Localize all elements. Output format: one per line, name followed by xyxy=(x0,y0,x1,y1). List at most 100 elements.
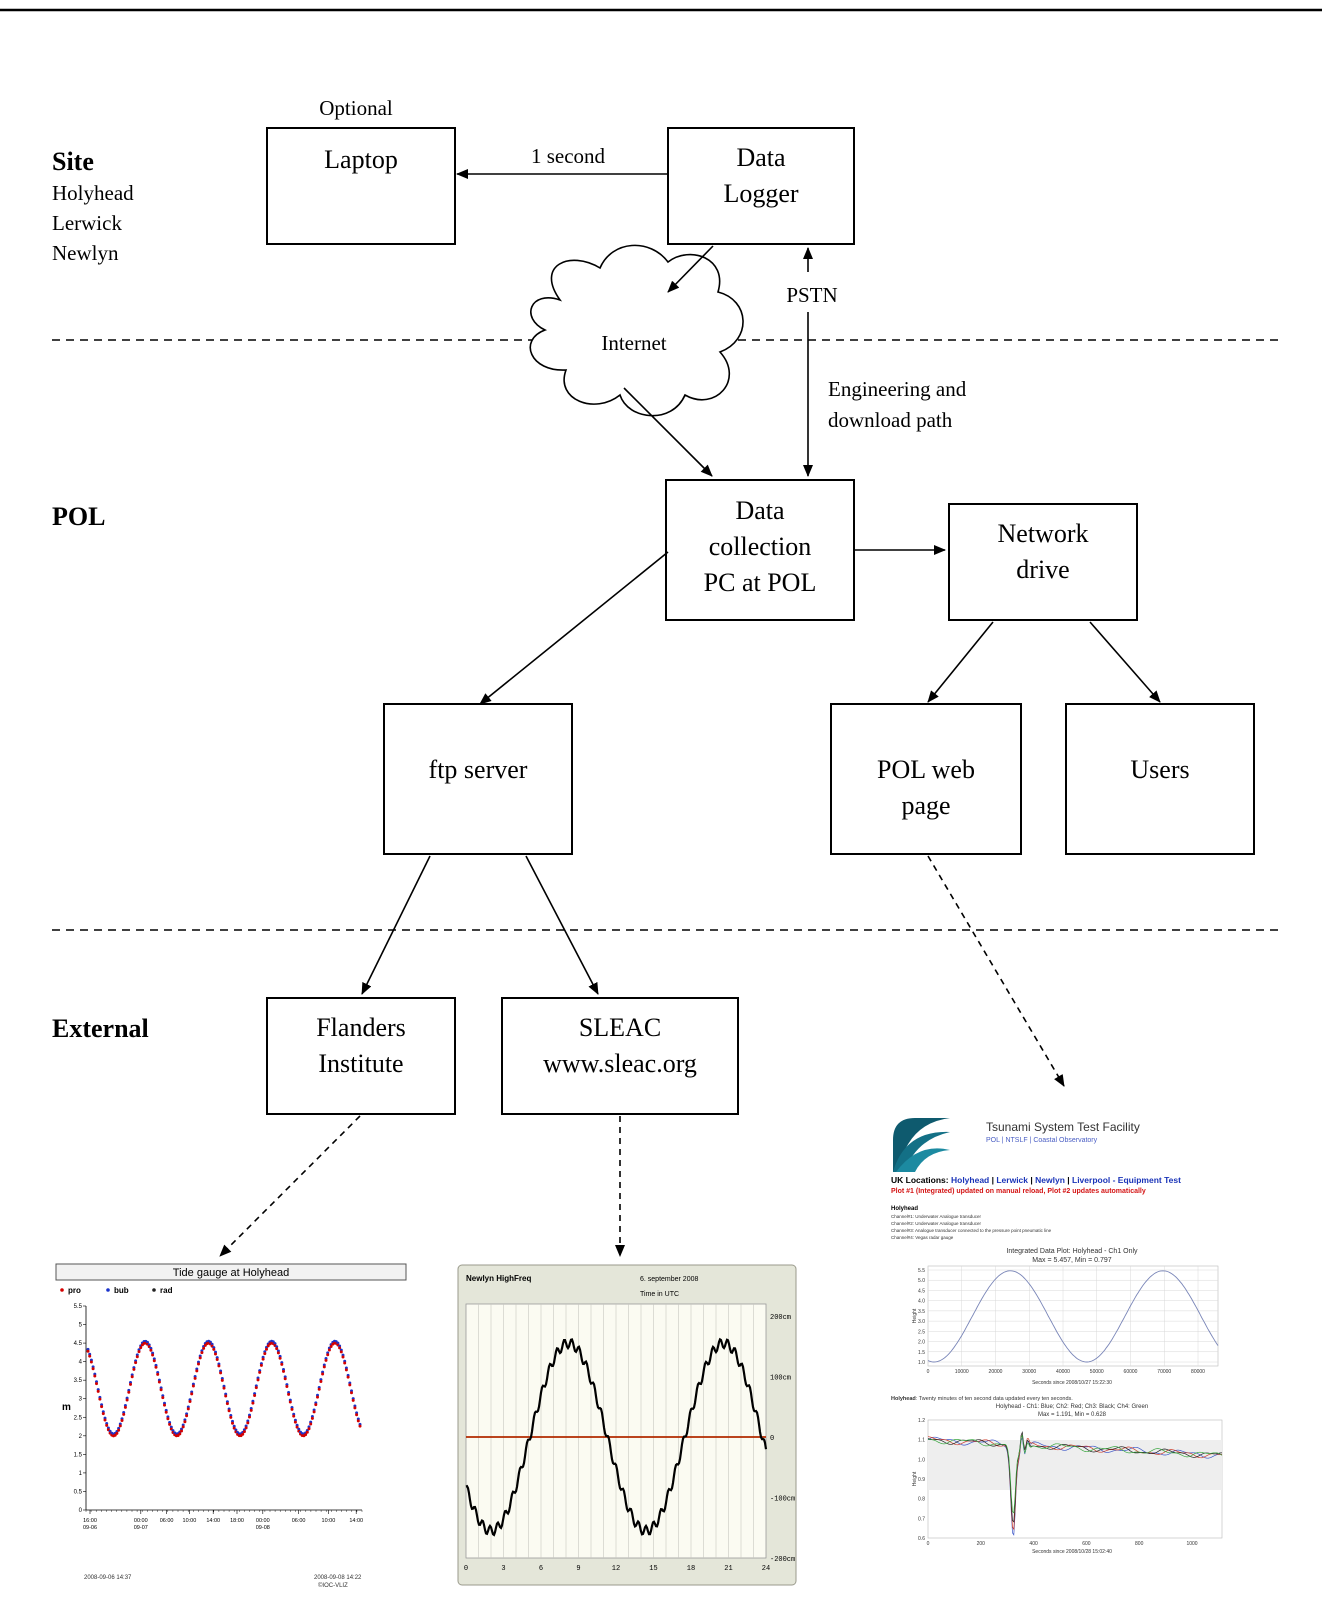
pro-point xyxy=(310,1416,314,1420)
data-logger-label-1: Data xyxy=(736,143,786,172)
flanders-credit: ©IOC-VLIZ xyxy=(318,1582,348,1589)
pol-plot2-xtick-label: 600 xyxy=(1082,1541,1091,1547)
sleac-thumb-date: 6. september 2008 xyxy=(640,1276,698,1283)
arrow-logger-internet xyxy=(667,245,714,293)
sleac-xtick-label: 6 xyxy=(539,1565,543,1573)
pol-thumb-loc-holyhead[interactable]: Holyhead xyxy=(951,1175,989,1185)
arrow-drive-users xyxy=(1089,621,1161,703)
pol-plot2-xtick-label: 400 xyxy=(1029,1541,1038,1547)
pro-point xyxy=(248,1415,251,1419)
pro-point xyxy=(98,1397,102,1401)
pol-plot1-title: Integrated Data Plot: Holyhead - Ch1 Onl… xyxy=(1006,1248,1138,1255)
data-collection-label-2: collection xyxy=(709,532,812,561)
flanders-ytick-label: 5.5 xyxy=(74,1304,83,1310)
engineering-label-1: Engineering and xyxy=(828,377,967,401)
pol-plot1-ytick-label: 1.0 xyxy=(918,1360,925,1366)
pol-thumb-loc-newlyn[interactable]: Newlyn xyxy=(1035,1175,1065,1185)
flanders-ytick-label: 5 xyxy=(79,1323,83,1329)
flanders-xtick-date: 09-08 xyxy=(256,1525,270,1531)
pro-point xyxy=(191,1384,195,1388)
flanders-xtick-label: 16:00 xyxy=(83,1518,97,1524)
pro-point xyxy=(212,1347,216,1351)
flanders-ytick-label: 3.5 xyxy=(74,1378,83,1384)
optional-label: Optional xyxy=(319,96,393,120)
sleac-xtick-label: 18 xyxy=(687,1565,695,1573)
pol-plot2-ytick-label: 0.7 xyxy=(918,1516,925,1522)
ftp-server-label: ftp server xyxy=(429,755,528,784)
pro-point xyxy=(180,1429,183,1433)
one-second-label: 1 second xyxy=(531,144,606,168)
pol-plot2-intro-bold: Holyhead xyxy=(891,1396,916,1402)
pol-plot1-ytick-label: 5.5 xyxy=(918,1268,925,1274)
pol-thumb-loc-liverpool[interactable]: Liverpool - Equipment Test xyxy=(1072,1175,1181,1185)
pro-point xyxy=(88,1354,92,1358)
flanders-label-2: Institute xyxy=(318,1049,403,1078)
legend-marker-bub xyxy=(106,1288,110,1292)
pro-point xyxy=(251,1401,255,1405)
flanders-xtick-label: 00:00 xyxy=(256,1518,270,1524)
pro-point xyxy=(125,1398,129,1402)
pro-point xyxy=(117,1428,121,1432)
sleac-box xyxy=(501,997,739,1115)
flanders-ytick-label: 4 xyxy=(79,1360,83,1366)
data-logger-box xyxy=(667,127,855,245)
network-drive-box xyxy=(948,503,1138,621)
pro-point xyxy=(343,1361,347,1365)
pol-plot2-ytick-label: 0.8 xyxy=(918,1497,925,1503)
pol-plot1-line xyxy=(927,1270,1219,1363)
pol-plot1-xtick-label: 0 xyxy=(927,1369,930,1375)
pro-point xyxy=(181,1425,185,1429)
pol-plot1-ytick-label: 2.0 xyxy=(918,1340,925,1346)
flanders-thumb-titlebar xyxy=(55,1263,407,1281)
pro-point xyxy=(321,1372,325,1376)
laptop-box xyxy=(266,127,456,245)
pol-plot1-xtick-label: 10000 xyxy=(955,1369,969,1375)
pro-point xyxy=(353,1406,357,1410)
pro-point xyxy=(231,1421,234,1425)
ftp-server-box xyxy=(383,703,573,855)
pro-point xyxy=(161,1396,165,1400)
pol-thumb-subtitle: POL | NTSLF | Coastal Observatory xyxy=(986,1137,1098,1144)
pro-point xyxy=(259,1363,263,1367)
pro-point xyxy=(287,1392,291,1396)
arrow-drive-polweb xyxy=(927,621,994,703)
pro-point xyxy=(159,1388,163,1392)
pro-point xyxy=(355,1413,359,1417)
pol-plot2-xtick-label: 800 xyxy=(1135,1541,1144,1547)
pro-point xyxy=(263,1352,267,1356)
pro-point xyxy=(351,1398,355,1402)
pro-point xyxy=(329,1344,333,1348)
pol-plot2-channel-4 xyxy=(928,1434,1223,1514)
pol-plot1-xtick-label: 50000 xyxy=(1090,1369,1104,1375)
pro-point xyxy=(118,1424,122,1428)
arrow-ftp-sleac xyxy=(525,855,599,995)
flanders-ytick-label: 1 xyxy=(79,1471,83,1477)
dashed-arrow-flanders-thumb xyxy=(219,1115,361,1257)
pro-point xyxy=(152,1359,156,1363)
pol-plot1-ytick-label: 3.5 xyxy=(918,1309,925,1315)
pol-plot2-title: Holyhead - Ch1: Blue; Ch2: Red; Ch3: Bla… xyxy=(996,1404,1148,1410)
laptop-label: Laptop xyxy=(324,145,398,174)
pol-plot1-xtick-label: 20000 xyxy=(989,1369,1003,1375)
pro-point xyxy=(168,1422,172,1426)
pro-point xyxy=(103,1418,107,1422)
pro-point xyxy=(265,1347,268,1351)
pol-thumb-loc-lerwick[interactable]: Lerwick xyxy=(996,1175,1028,1185)
pol-plot2-ytick-label: 1.0 xyxy=(918,1457,925,1463)
pro-point xyxy=(178,1432,182,1436)
arrow-collection-ftp xyxy=(479,551,669,705)
pro-point xyxy=(222,1386,226,1390)
pro-point xyxy=(130,1375,134,1379)
pro-point xyxy=(292,1414,296,1418)
data-collection-label-1: Data xyxy=(735,496,785,525)
flanders-footer-right: 2008-09-08 14:22 xyxy=(314,1575,362,1581)
pro-point xyxy=(322,1365,326,1369)
pol-plot2-ylabel: Height xyxy=(912,1471,918,1486)
site-newlyn: Newlyn xyxy=(52,241,119,265)
site-lerwick: Lerwick xyxy=(52,211,122,235)
pro-point xyxy=(149,1348,153,1352)
pol-thumb-channel-3: Channel#3: Analogue transducer connected… xyxy=(891,1228,1052,1233)
sleac-ytick-label: 200cm xyxy=(770,1314,791,1322)
